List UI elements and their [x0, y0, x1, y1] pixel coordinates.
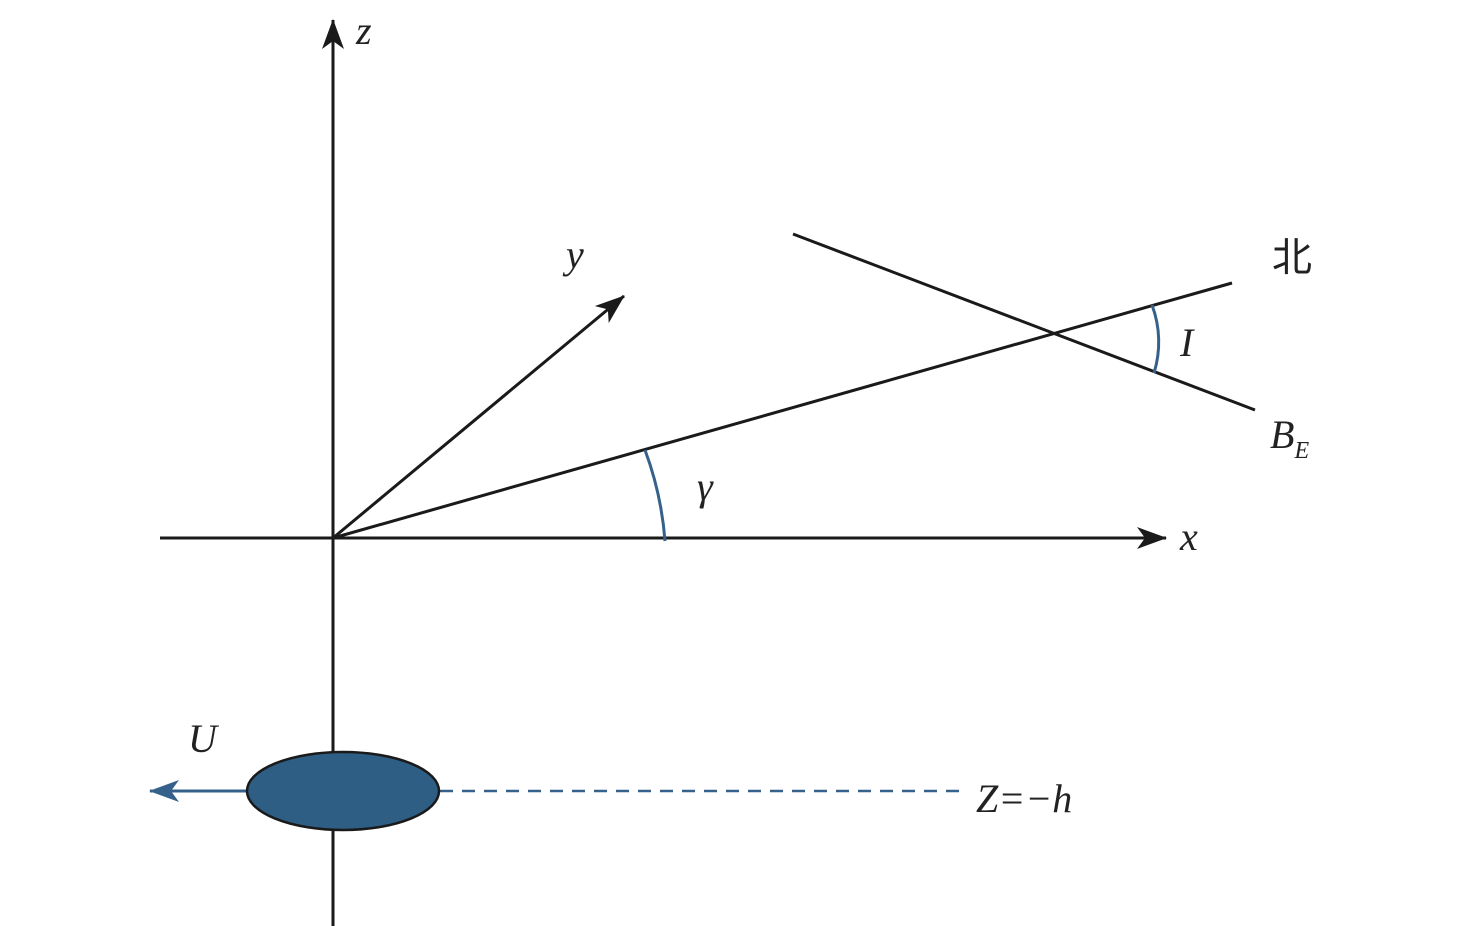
gamma-label: γ	[697, 464, 714, 509]
north-line	[332, 281, 1233, 540]
north-label: 北	[1272, 235, 1312, 281]
y-axis	[332, 294, 625, 540]
depth-label: Z=−h	[976, 776, 1072, 821]
field-line	[792, 232, 1256, 412]
field-label: BE	[1270, 412, 1309, 464]
y-axis-label: y	[562, 232, 584, 277]
submerged-body	[245, 750, 441, 832]
velocity-label: U	[188, 716, 220, 761]
gamma-arc	[643, 449, 667, 542]
z-axis-label: z	[355, 8, 372, 53]
x-axis-label: x	[1179, 514, 1198, 559]
inclination-label: I	[1179, 320, 1195, 365]
inclination-arc	[1150, 304, 1161, 374]
